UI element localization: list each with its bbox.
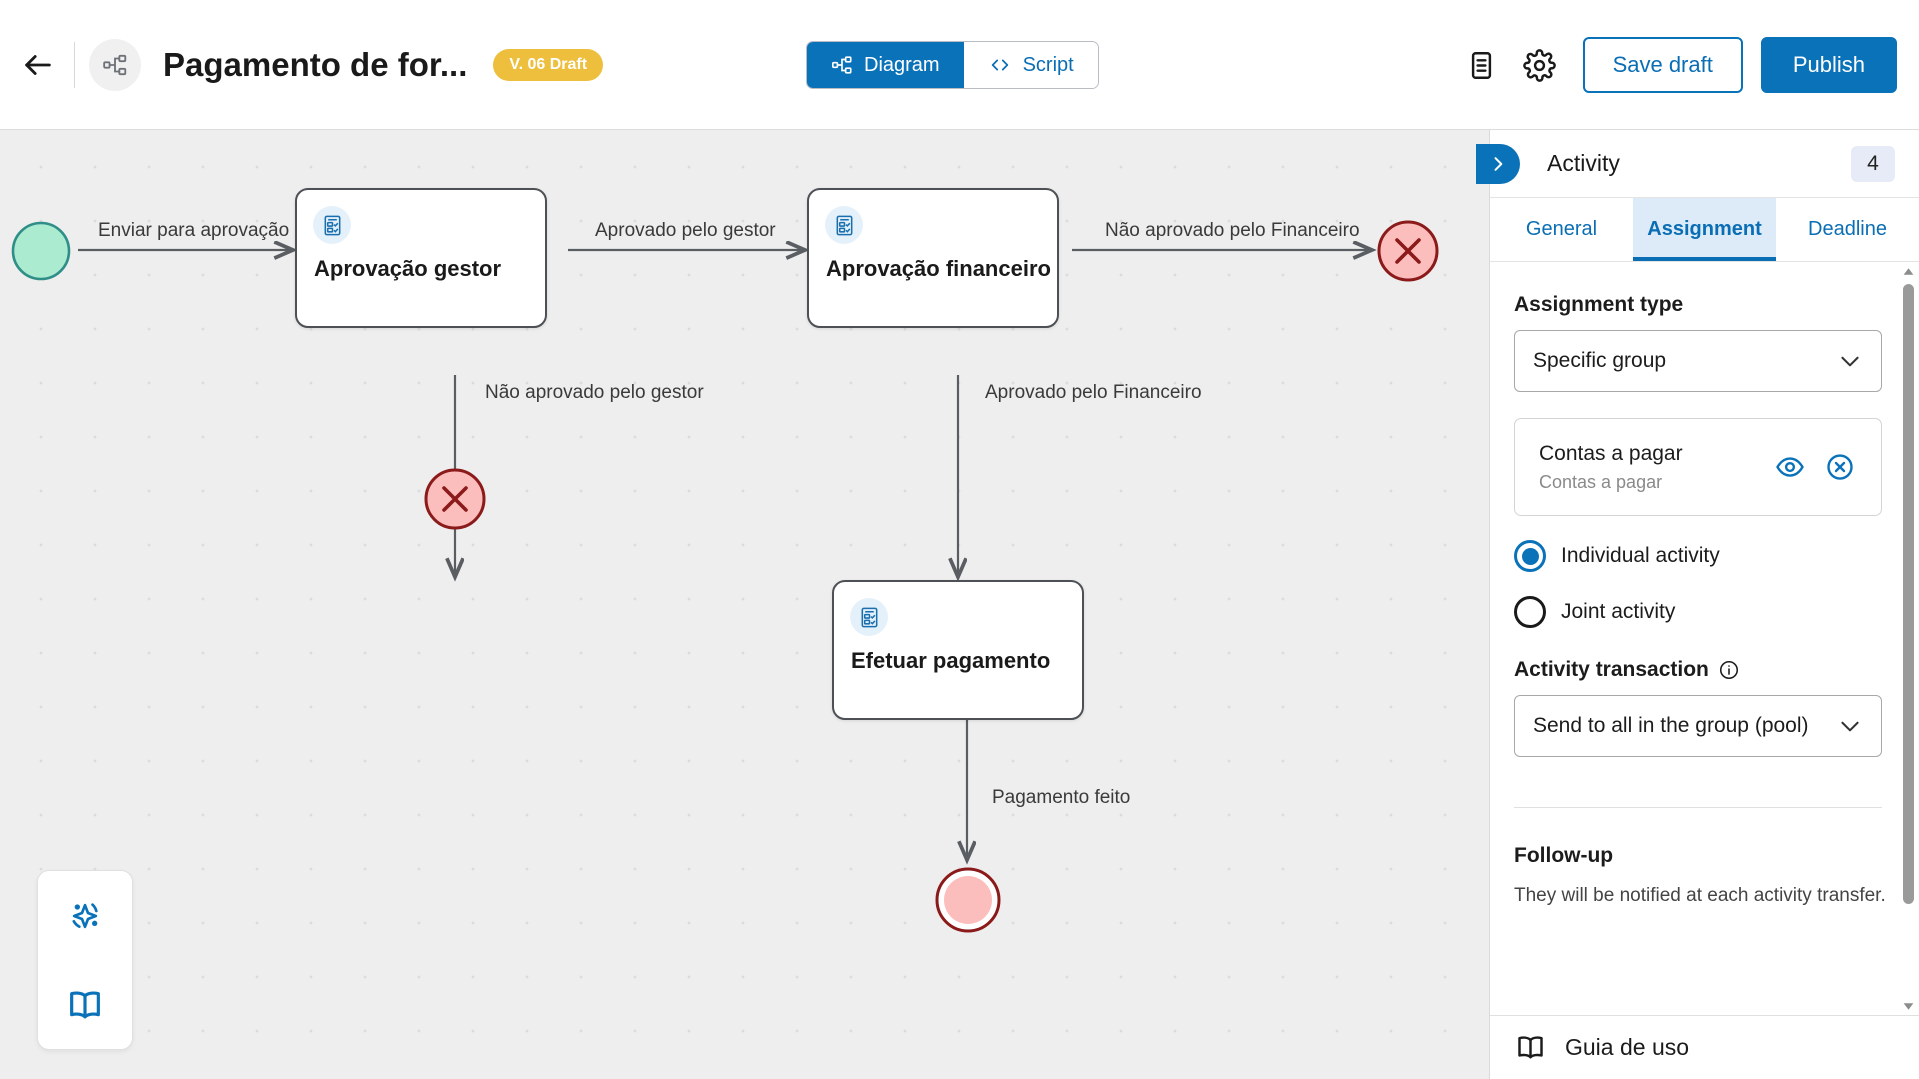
node-end-error-gestor[interactable] — [422, 466, 488, 532]
flow-diagram-icon — [103, 54, 127, 75]
radio-indicator — [1514, 540, 1546, 572]
radio-label: Individual activity — [1561, 544, 1720, 567]
scroll-down-arrow[interactable] — [1900, 998, 1917, 1015]
flow-diagram-icon — [832, 56, 852, 74]
node-task-aprovacao-financeiro[interactable]: Aprovação financeiro — [807, 188, 1059, 328]
node-end-event-pagamento[interactable] — [933, 865, 1003, 935]
activity-count-badge: 4 — [1851, 146, 1895, 182]
edge-label-pagamento-feito: Pagamento feito — [992, 787, 1131, 808]
followup-text: They will be notified at each activity t… — [1514, 885, 1886, 906]
tab-diagram-label: Diagram — [864, 53, 940, 76]
group-info: Contas a pagar Contas a pagar — [1539, 442, 1683, 493]
panel-header: Activity 4 — [1476, 130, 1919, 198]
radio-joint-activity[interactable]: Joint activity — [1514, 596, 1896, 628]
app-header: Pagamento de for... V. 06 Draft Diagram … — [0, 0, 1919, 130]
edge-label-enviar-aprovacao: Enviar para aprovação — [98, 220, 290, 241]
edge-label-nao-aprovado-financeiro: Não aprovado pelo Financeiro — [1105, 220, 1360, 241]
node-start-event[interactable] — [10, 220, 72, 282]
node-task-efetuar-pagamento[interactable]: Efetuar pagamento — [832, 580, 1084, 720]
node-task-aprovacao-gestor[interactable]: Aprovação gestor — [295, 188, 547, 328]
tab-general[interactable]: General — [1490, 198, 1633, 261]
panel-scrollbar[interactable] — [1900, 263, 1917, 1015]
scrollbar-track[interactable] — [1900, 280, 1917, 998]
chevron-down-icon — [1841, 721, 1859, 732]
page-title: Pagamento de for... — [163, 45, 468, 83]
tab-assignment[interactable]: Assignment — [1633, 198, 1776, 261]
panel-title: Activity — [1547, 150, 1620, 176]
usage-guide-link[interactable]: Guia de uso — [1490, 1015, 1919, 1079]
tab-script[interactable]: Script — [963, 42, 1098, 88]
version-badge: V. 06 Draft — [493, 48, 604, 81]
guide-button[interactable] — [55, 975, 115, 1035]
scroll-up-arrow[interactable] — [1900, 263, 1917, 280]
close-circle-icon — [1827, 454, 1853, 480]
save-draft-button[interactable]: Save draft — [1582, 37, 1743, 93]
assignment-type-select[interactable]: Specific group — [1514, 330, 1882, 392]
info-icon[interactable] — [1718, 659, 1740, 681]
header-divider — [74, 41, 75, 88]
ai-assist-button[interactable] — [55, 886, 115, 946]
header-actions: Save draft Publish — [1453, 0, 1897, 130]
section-divider — [1514, 807, 1882, 808]
node-label: Efetuar pagamento — [851, 648, 1051, 673]
document-notes-icon — [1471, 51, 1492, 79]
book-guide-icon — [70, 990, 100, 1018]
group-name: Contas a pagar — [1539, 441, 1683, 465]
tab-deadline[interactable]: Deadline — [1776, 198, 1919, 261]
scrollbar-thumb[interactable] — [1903, 284, 1914, 904]
group-actions — [1773, 450, 1857, 484]
tab-diagram[interactable]: Diagram — [807, 42, 964, 88]
chevron-down-icon — [1841, 356, 1859, 367]
book-guide-icon — [1518, 1036, 1543, 1059]
back-button[interactable] — [8, 35, 68, 95]
radio-label: Joint activity — [1561, 600, 1676, 623]
usage-guide-label: Guia de uso — [1565, 1034, 1690, 1060]
form-checklist-icon — [850, 598, 888, 636]
group-subtitle: Contas a pagar — [1539, 471, 1663, 492]
document-avatar — [89, 38, 141, 91]
form-checklist-icon — [825, 206, 863, 244]
diagram-canvas[interactable]: Aprovação gestor Aprovação financeiro — [0, 130, 1489, 1079]
chevron-right-icon — [1494, 157, 1503, 171]
arrow-left-icon — [25, 54, 51, 75]
activity-transaction-label: Activity transaction — [1514, 658, 1896, 682]
followup-title: Follow-up — [1514, 844, 1614, 867]
diagram-connectors — [78, 130, 1489, 1079]
radio-individual-activity[interactable]: Individual activity — [1514, 540, 1896, 572]
triangle-down-icon — [1903, 1003, 1914, 1010]
assigned-group-card: Contas a pagar Contas a pagar — [1514, 418, 1882, 516]
activity-transaction-value: Send to all in the group (pool) — [1533, 714, 1809, 737]
eye-icon — [1776, 457, 1804, 477]
node-end-error-financeiro[interactable] — [1375, 218, 1441, 284]
edge-label-aprovado-gestor: Aprovado pelo gestor — [595, 220, 776, 241]
properties-panel: Activity 4 General Assignment Deadline A… — [1476, 130, 1919, 1079]
triangle-up-icon — [1903, 268, 1914, 275]
ai-sparkle-icon — [72, 902, 98, 928]
assignment-type-value: Specific group — [1533, 349, 1667, 372]
view-group-button[interactable] — [1773, 450, 1807, 484]
edge-label-aprovado-financeiro: Aprovado pelo Financeiro — [985, 382, 1202, 403]
panel-tabs: General Assignment Deadline — [1490, 198, 1919, 262]
assignment-type-label: Assignment type — [1514, 293, 1684, 316]
remove-group-button[interactable] — [1823, 450, 1857, 484]
node-label: Aprovação gestor — [314, 256, 502, 281]
gear-icon — [1523, 48, 1556, 82]
activity-transaction-text: Activity transaction — [1514, 658, 1709, 681]
code-brackets-icon — [991, 59, 1008, 71]
radio-indicator — [1514, 596, 1546, 628]
notes-button[interactable] — [1453, 36, 1511, 94]
canvas-left-toolbar — [37, 870, 133, 1050]
panel-content: Assignment type Specific group Contas a … — [1490, 263, 1919, 1015]
settings-button[interactable] — [1511, 36, 1569, 94]
form-checklist-icon — [313, 206, 351, 244]
publish-button[interactable]: Publish — [1760, 37, 1897, 93]
panel-collapse-button[interactable] — [1476, 144, 1520, 184]
activity-transaction-select[interactable]: Send to all in the group (pool) — [1514, 695, 1882, 757]
view-mode-switch: Diagram Script — [806, 41, 1099, 89]
tab-script-label: Script — [1022, 53, 1074, 76]
node-label: Aprovação financeiro — [826, 256, 1051, 281]
edge-label-nao-aprovado-gestor: Não aprovado pelo gestor — [485, 382, 704, 403]
